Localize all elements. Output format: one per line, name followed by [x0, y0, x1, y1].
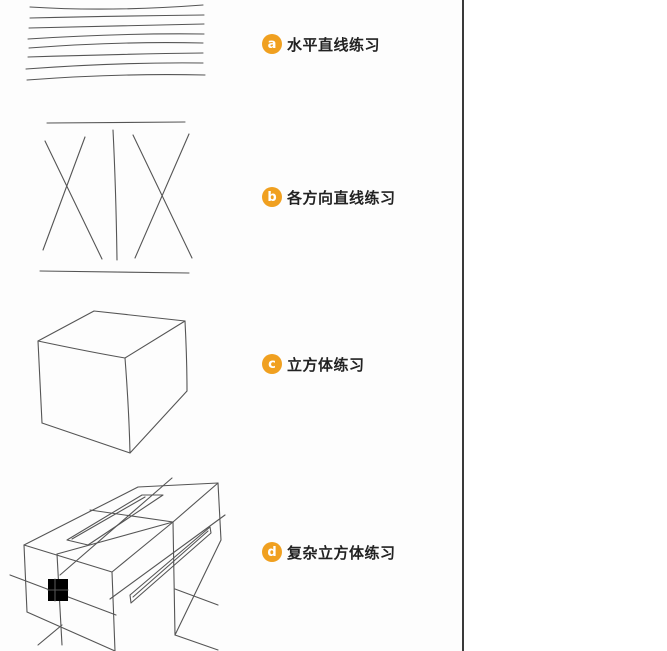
section-d-label: d 复杂立方体练习 [262, 540, 396, 564]
badge-c-icon: c [262, 354, 282, 374]
horizontal-lines-sketch [0, 0, 240, 95]
cube-sketch [0, 300, 240, 470]
badge-d-icon: d [262, 542, 282, 562]
blank-area [464, 0, 667, 651]
badge-b-icon: b [262, 187, 282, 207]
document-page: a 水平直线练习 b 各方向直线练习 c 立方 [0, 0, 396, 651]
section-a-label: a 水平直线练习 [262, 32, 380, 56]
section-title: 立方体练习 [287, 355, 365, 374]
section-title: 各方向直线练习 [287, 188, 396, 207]
section-b-label: b 各方向直线练习 [262, 185, 396, 209]
multi-direction-lines-sketch [0, 110, 240, 280]
section-c-label: c 立方体练习 [262, 352, 365, 376]
section-title: 水平直线练习 [287, 35, 381, 54]
section-title: 复杂立方体练习 [287, 543, 396, 562]
page-divider [462, 0, 464, 651]
badge-a-icon: a [262, 34, 282, 54]
complex-cube-sketch [0, 475, 240, 651]
